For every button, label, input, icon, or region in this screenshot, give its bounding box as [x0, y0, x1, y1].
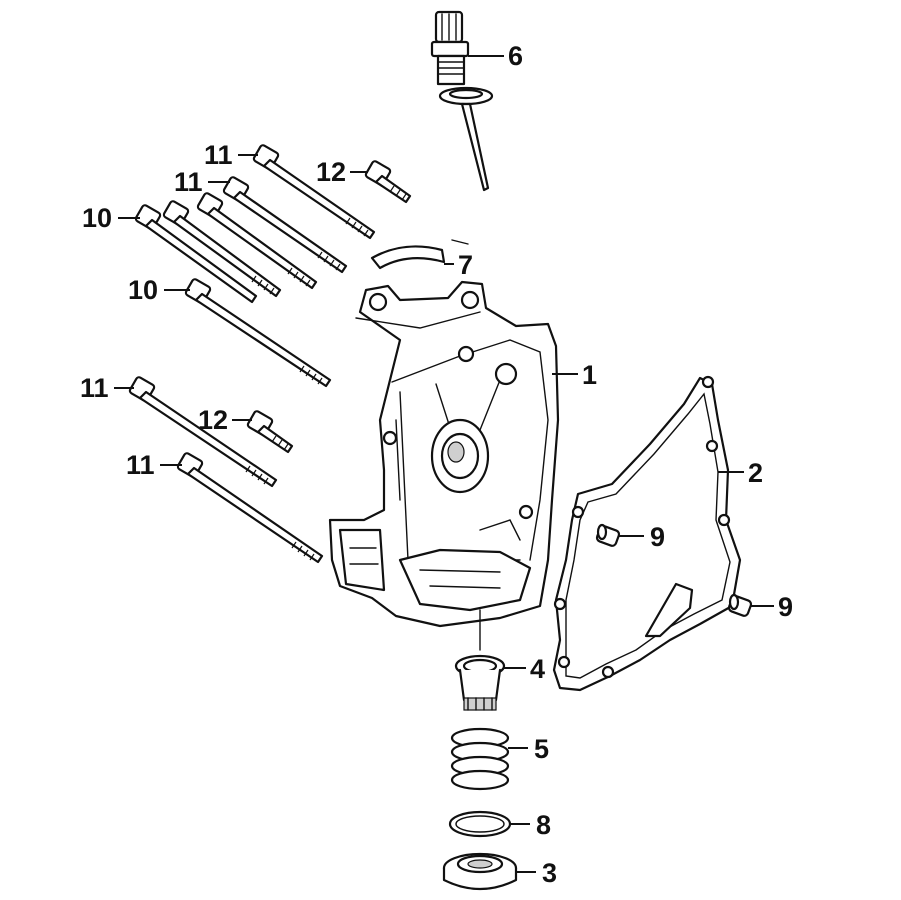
bolt-11-second	[222, 176, 348, 274]
long-bolts	[128, 144, 376, 564]
callout-9-lower: 9	[778, 592, 793, 622]
o-ring-part-8	[448, 810, 512, 838]
bolt-11-top	[252, 144, 376, 240]
callout-4: 4	[530, 654, 545, 684]
bolt-11-third	[196, 192, 318, 290]
strainer-part-4	[454, 654, 506, 711]
spring-part-5	[450, 727, 510, 791]
callout-6: 6	[508, 41, 523, 71]
callout-10-top: 10	[82, 203, 112, 233]
callout-11-left-bottom: 11	[126, 450, 155, 480]
dowel-pin-9-lower	[727, 593, 753, 617]
callout-11-top: 11	[204, 140, 233, 170]
callout-9-upper: 9	[650, 522, 665, 552]
callout-12-middle: 12	[198, 405, 228, 435]
crankcase-cover-part-1	[328, 280, 560, 628]
short-bolt-12-middle	[246, 410, 294, 454]
callout-2: 2	[748, 458, 763, 488]
callout-3: 3	[542, 858, 557, 888]
dowel-pin-9-upper	[595, 523, 621, 547]
callout-7: 7	[458, 250, 473, 280]
callout-1: 1	[582, 360, 597, 390]
callout-12-top: 12	[316, 157, 346, 187]
short-bolt-12-top	[364, 160, 412, 204]
callout-11-second: 11	[174, 167, 203, 197]
bolt-11-left-middle	[128, 376, 278, 488]
drain-plug-part-3	[442, 852, 518, 890]
callout-8: 8	[536, 810, 551, 840]
bolt-10-top	[134, 204, 258, 304]
callout-labels: 6 7 1 2 9 9 4 5 8 3 11 11 12 10 10 11 12…	[80, 41, 793, 888]
bolt-10-lower	[184, 278, 332, 388]
bolt-11-left-bottom	[176, 452, 324, 564]
dipstick-part-6	[430, 10, 494, 192]
callout-10-lower: 10	[128, 275, 158, 305]
callout-11-left-middle: 11	[80, 373, 109, 403]
gasket-part-2	[552, 375, 742, 692]
leader-lines	[114, 55, 774, 873]
clip-part-7	[370, 239, 469, 270]
callout-5: 5	[534, 734, 549, 764]
bolt-11-fourth	[162, 200, 282, 298]
